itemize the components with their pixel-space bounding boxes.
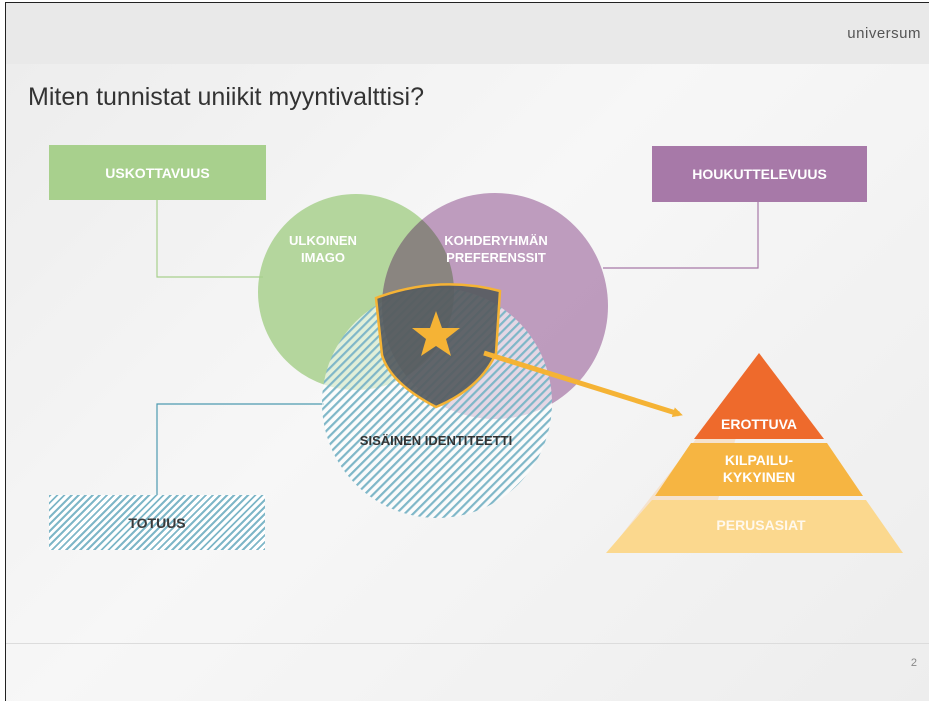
star-icon (412, 311, 460, 356)
label-target-preferences: KOHDERYHMÄN PREFERENSSIT (426, 232, 566, 266)
box-credibility-label: USKOTTAVUUS (105, 164, 210, 181)
pyramid-label-top: EROTTUVA (721, 416, 797, 432)
connector-attractiveness (603, 200, 759, 269)
pyramid-label-middle: KILPAILU- KYKYINEN (686, 452, 832, 486)
box-credibility: USKOTTAVUUS (49, 145, 266, 200)
pyramid-label-bottom: PERUSASIAT (716, 517, 806, 533)
brand-logo: universum (847, 25, 921, 42)
pyramid-tier-top (694, 353, 824, 439)
connector-truth (156, 403, 324, 495)
pyramid-tier-bottom (606, 500, 903, 553)
header-band (6, 3, 929, 64)
label-external-image-line2: IMAGO (300, 250, 346, 265)
box-truth-label: TOTUUS (128, 514, 186, 531)
label-external-image: ULKOINEN IMAGO (268, 232, 378, 266)
label-external-image-line1: ULKOINEN (289, 233, 357, 248)
connector-credibility (156, 198, 263, 278)
footer-divider (6, 643, 929, 644)
pyramid-label-middle-line1: KILPAILU- (724, 452, 794, 468)
label-internal-identity: SISÄINEN IDENTITEETTI (359, 433, 513, 448)
pyramid-tier-middle (655, 443, 863, 496)
page-number: 2 (910, 657, 917, 669)
venn-diagram (156, 193, 903, 553)
box-truth: TOTUUS (49, 495, 265, 550)
slide: universum Miten tunnistat uniikit myynti… (5, 2, 929, 701)
arrow-to-pyramid (483, 350, 683, 417)
box-attractiveness-label: HOUKUTTELEVUUS (692, 166, 827, 182)
label-target-preferences-line2: PREFERENSSIT (446, 250, 546, 265)
box-attractiveness: HOUKUTTELEVUUS (652, 146, 867, 202)
pyramid-label-middle-line2: KYKYINEN (722, 469, 796, 485)
slide-title: Miten tunnistat uniikit myyntivalttisi? (28, 83, 424, 111)
label-target-preferences-line1: KOHDERYHMÄN (444, 233, 548, 248)
